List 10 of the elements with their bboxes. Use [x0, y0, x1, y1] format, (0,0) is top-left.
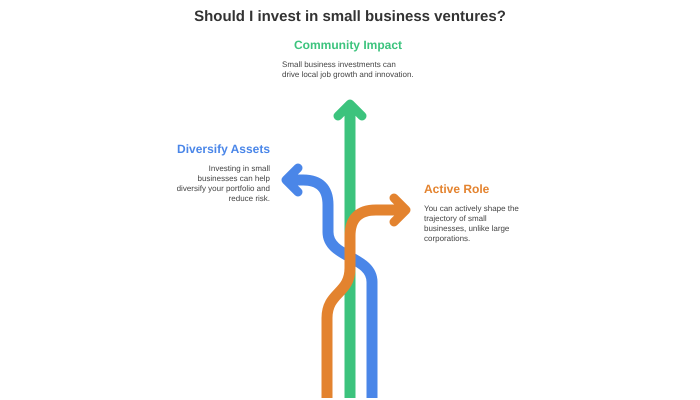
- description: Small business investments can drive local job growth and innovation.: [282, 60, 414, 80]
- title: Should I invest in small business ventures?: [193, 7, 507, 27]
- heading: Diversify Assets: [176, 141, 270, 158]
- curved-arrow: [334, 100, 366, 398]
- curved-arrow: [282, 164, 378, 398]
- description: You can actively shape the trajectory of small businesses, unlike large corporations.: [424, 204, 520, 244]
- description: Investing in small businesses can help diversify your portfolio and reduce risk.: [176, 164, 270, 204]
- heading: Community Impact: [292, 37, 403, 54]
- curved-arrow: [322, 194, 410, 398]
- heading: Active Role: [424, 181, 490, 198]
